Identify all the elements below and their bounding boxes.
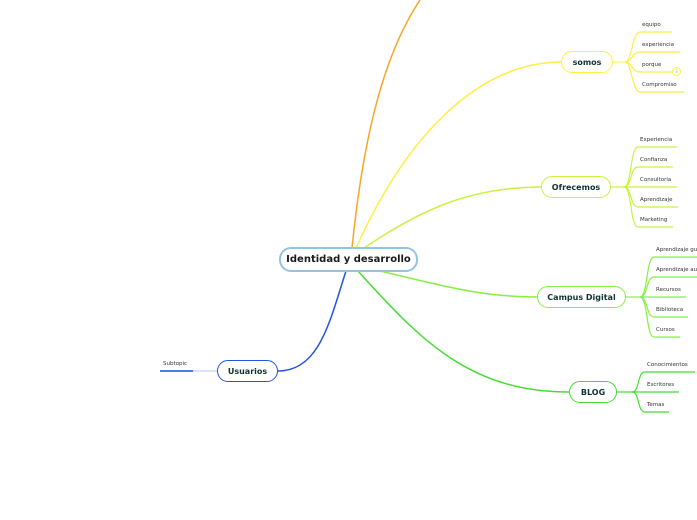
topic-usuarios[interactable]: Usuarios: [217, 360, 278, 382]
subtopic-aprendizaje-guiado[interactable]: Aprendizaje guiado: [656, 247, 697, 253]
topic-ofrecemos[interactable]: Ofrecemos: [541, 176, 611, 198]
subtopic-temas[interactable]: Temas: [647, 402, 665, 408]
subtopic-conocimientos[interactable]: Conocimientos: [647, 362, 688, 368]
subtopic-confianza[interactable]: Confianza: [640, 157, 668, 163]
topic-campus-digital[interactable]: Campus Digital: [537, 286, 626, 308]
subtopic-recursos[interactable]: Recursos: [656, 287, 681, 293]
subtopic-subtopic[interactable]: Subtopic: [163, 361, 188, 367]
subtopic-equipo[interactable]: equipo: [642, 22, 661, 28]
subtopic-marketing[interactable]: Marketing: [640, 217, 668, 223]
subtopic-consultoria[interactable]: Consultoria: [640, 177, 672, 183]
root-topic[interactable]: Identidad y desarrollo: [279, 247, 418, 272]
subtopic-porque[interactable]: porque: [642, 62, 662, 68]
subtopic-escritores[interactable]: Escritores: [647, 382, 675, 388]
subtopic-biblioteca[interactable]: Biblioteca: [656, 307, 684, 313]
subtopic-compromiso[interactable]: Compromiso: [642, 82, 677, 88]
subtopic-aprendizaje[interactable]: Aprendizaje: [640, 197, 673, 203]
subtopic-experiencia[interactable]: experiencia: [642, 42, 674, 48]
topic-campus-digital-label: Campus Digital: [547, 292, 616, 302]
root-topic-label: Identidad y desarrollo: [286, 254, 411, 265]
collapsed-count-badge[interactable]: 3: [672, 67, 681, 76]
topic-somos-label: somos: [572, 57, 602, 67]
subtopic-experiencia-2[interactable]: Experiencia: [640, 137, 673, 143]
topic-blog-label: BLOG: [580, 387, 606, 397]
subtopic-cursos[interactable]: Cursos: [656, 327, 675, 333]
topic-usuarios-label: Usuarios: [227, 366, 268, 376]
topic-ofrecemos-label: Ofrecemos: [551, 182, 601, 192]
subtopic-aprendizaje-autonomo[interactable]: Aprendizaje autónomo: [656, 267, 697, 273]
topic-somos[interactable]: somos: [561, 51, 613, 73]
topic-blog[interactable]: BLOG: [569, 381, 617, 403]
